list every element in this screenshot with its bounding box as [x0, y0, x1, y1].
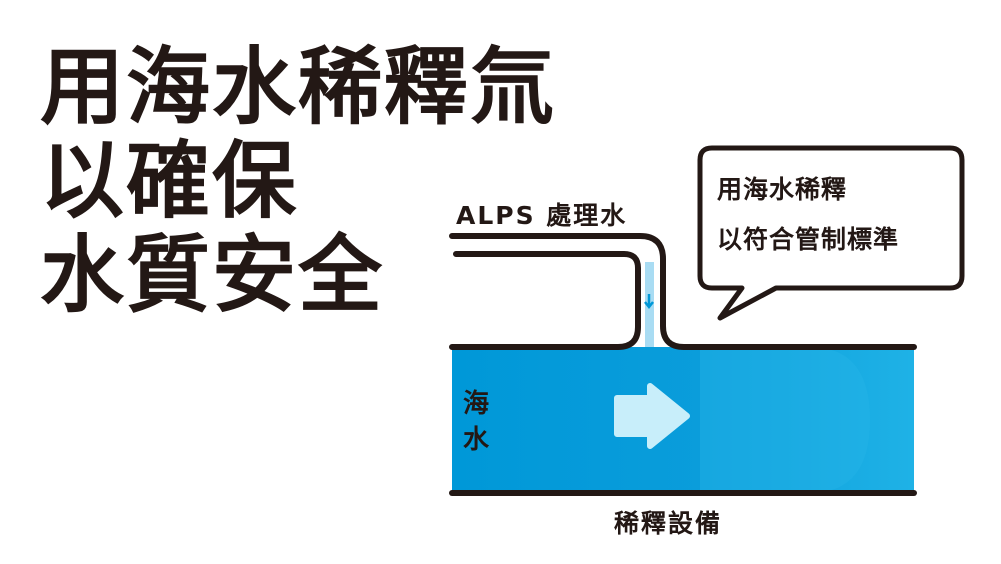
callout-line-1: 用海水稀釋 — [717, 175, 847, 204]
callout-bubble — [697, 145, 965, 321]
flow-arrow-icon — [614, 383, 690, 449]
headline-line-1: 用海水稀釋氚 — [40, 38, 557, 136]
headline-line-3: 水質安全 — [40, 226, 385, 324]
callout-line-2: 以符合管制標準 — [717, 225, 899, 254]
bottom-label: 稀釋設備 — [614, 509, 722, 538]
pipe-label: ALPS 處理水 — [456, 201, 627, 230]
drip-arrow-icon — [644, 294, 654, 310]
seawater-label-1: 海 — [463, 389, 489, 419]
pipe-top-wall — [449, 233, 917, 350]
pipe-bottom-wall — [449, 251, 641, 350]
headline: 用海水稀釋氚 以確保 水質安全 — [40, 40, 556, 322]
seawater-label-2: 水 — [463, 425, 490, 455]
seawater-glow — [700, 347, 870, 493]
headline-line-2: 以確保 — [40, 132, 299, 230]
